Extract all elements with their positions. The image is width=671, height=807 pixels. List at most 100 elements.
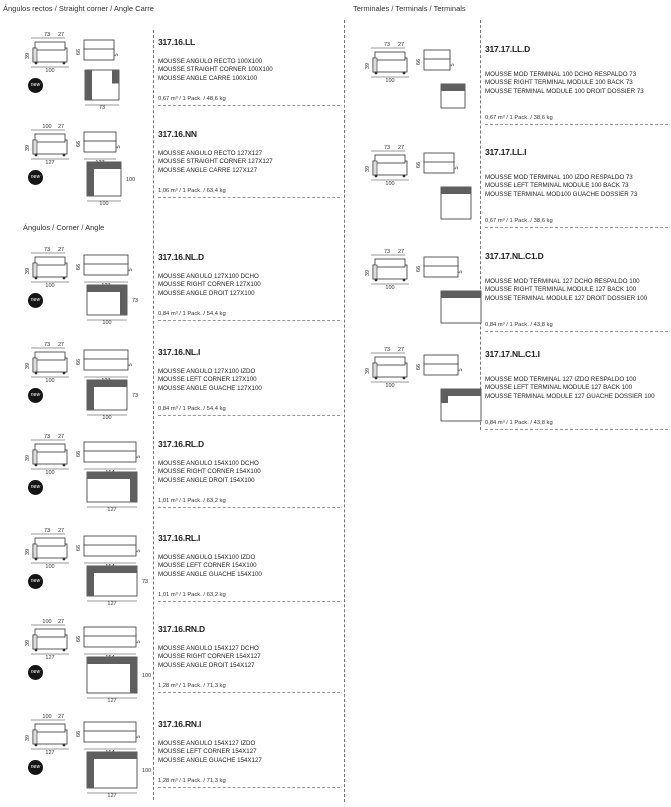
- description-line: MOUSSE MOD TERMINAL 100 IZDO RESPALDO 73: [485, 174, 633, 181]
- dim-height: 39: [25, 549, 31, 555]
- section-title-corner: Ángulos / Corner / Angle: [23, 223, 105, 232]
- module-side-drawing: [83, 626, 137, 648]
- item-separator: [158, 320, 340, 321]
- dim-top-a: 100: [42, 714, 51, 720]
- item-separator: [485, 429, 668, 430]
- product-code: 317.17.LL.I: [485, 147, 527, 157]
- module-front-drawing: [372, 51, 408, 75]
- product-item: 73273910066512710073new317.16.NL.IMOUSSE…: [25, 340, 340, 430]
- dim-width: 100: [385, 181, 394, 187]
- product-item: 1002739127665154127100new317.16.RN.IMOUS…: [25, 712, 340, 802]
- description-line: MOUSSE MOD TERMINAL 100 DCHO RESPALDO 73: [485, 71, 637, 78]
- dim-height: 39: [25, 455, 31, 461]
- module-front-drawing: [32, 256, 68, 280]
- module-side-drawing: [83, 535, 137, 557]
- product-code: 317.16.LL: [158, 37, 195, 47]
- dim-height: 39: [25, 363, 31, 369]
- technical-drawing: 732739100665154127: [25, 434, 142, 513]
- dim-width: 100: [45, 378, 54, 384]
- dim-height: 39: [25, 640, 31, 646]
- dim-width: 100: [385, 285, 394, 291]
- dim-side-height: 66: [76, 636, 82, 642]
- description-line: MOUSSE ANGULO 154X100 DCHO: [158, 460, 259, 467]
- module-front-drawing: [32, 537, 68, 561]
- dim-top-a: 73: [384, 249, 390, 255]
- pack-info: 0,67 m³ / 1 Pack. / 38,6 kg: [485, 218, 553, 224]
- item-separator: [158, 507, 340, 508]
- pack-info: 1,06 m³ / 1 Pack. / 63,4 kg: [158, 188, 226, 194]
- description-line: MOUSSE ANGLE GUACHE 154X127: [158, 756, 262, 764]
- dim-width: 127: [45, 750, 54, 756]
- product-description: MOUSSE MOD TERMINAL 127 DCHO RESPALDO 10…: [485, 278, 647, 303]
- dim-height: 39: [365, 270, 371, 276]
- item-separator: [485, 227, 668, 228]
- dim-top-a: 73: [44, 247, 50, 253]
- module-plan-drawing: [86, 161, 122, 197]
- item-separator: [158, 787, 340, 788]
- dim-width: 100: [385, 383, 394, 389]
- item-separator: [158, 692, 340, 693]
- description-line: MOUSSE STRAIGHT CORNER 127X127: [158, 158, 273, 166]
- module-front-drawing: [372, 258, 408, 282]
- module-plan-drawing: [440, 186, 472, 220]
- dim-height: 39: [25, 53, 31, 59]
- dim-side-depth: 5: [454, 166, 460, 169]
- section-title-straight-corner: Ángulos rectos / Straight corner / Angle…: [3, 4, 154, 13]
- description-line: MOUSSE RIGHT CORNER 154X100: [158, 468, 261, 476]
- dim-side-height: 66: [416, 266, 422, 272]
- product-code: 317.16.NL.D: [158, 252, 204, 262]
- module-side-drawing: [83, 349, 129, 371]
- dim-plan-width: 73: [99, 105, 105, 111]
- product-code: 317.17.NL.C1.I: [485, 349, 540, 359]
- dim-plan-width: 127: [107, 698, 116, 704]
- module-side-drawing: [83, 441, 137, 463]
- dim-side-height: 66: [76, 359, 82, 365]
- module-side-drawing: [423, 354, 459, 376]
- dim-top-b: 27: [58, 528, 64, 534]
- dim-side-depth: 5: [128, 363, 134, 366]
- module-side-drawing: [423, 256, 459, 278]
- module-front-drawing: [32, 41, 68, 65]
- module-plan-drawing: [86, 471, 138, 503]
- dim-side-height: 66: [416, 59, 422, 65]
- dim-top-b: 27: [58, 434, 64, 440]
- new-badge: new: [28, 760, 43, 775]
- description-line: MOUSSE ANGULO 154X100 IZDO: [158, 554, 256, 561]
- pack-info: 0,84 m³ / 1 Pack. / 43,8 kg: [485, 420, 553, 426]
- dim-side-depth: 5: [136, 455, 142, 458]
- dim-side-height: 66: [416, 364, 422, 370]
- description-line: MOUSSE ANGLE DROIT 154X127: [158, 661, 255, 669]
- technical-drawing: 73273910066512710073: [25, 342, 138, 421]
- pack-info: 1,01 m³ / 1 Pack. / 63,2 kg: [158, 592, 226, 598]
- module-plan-drawing: [86, 379, 128, 411]
- dim-plan-depth: 100: [142, 768, 151, 774]
- dim-top-a: 73: [44, 342, 50, 348]
- description-line: MOUSSE ANGULO 127X100 IZDO: [158, 368, 256, 375]
- module-side-drawing: [83, 254, 129, 276]
- right-column-divider: [480, 20, 481, 430]
- dim-side-height: 66: [76, 141, 82, 147]
- technical-drawing: 1002739127665154127100: [25, 619, 151, 704]
- dim-height: 39: [25, 268, 31, 274]
- product-code: 317.16.NN: [158, 129, 197, 139]
- product-code: 317.17.LL.D: [485, 44, 531, 54]
- module-front-drawing: [372, 356, 408, 380]
- dim-top-a: 100: [42, 619, 51, 625]
- module-side-drawing: [83, 39, 115, 61]
- dim-top-b: 27: [398, 42, 404, 48]
- module-plan-drawing: [86, 656, 138, 694]
- dim-plan-width: 100: [102, 415, 111, 421]
- technical-drawing: 1002739127665154127100: [25, 714, 151, 799]
- dim-side-height: 66: [76, 451, 82, 457]
- module-plan-drawing: [440, 388, 482, 422]
- product-code: 317.16.RL.D: [158, 439, 204, 449]
